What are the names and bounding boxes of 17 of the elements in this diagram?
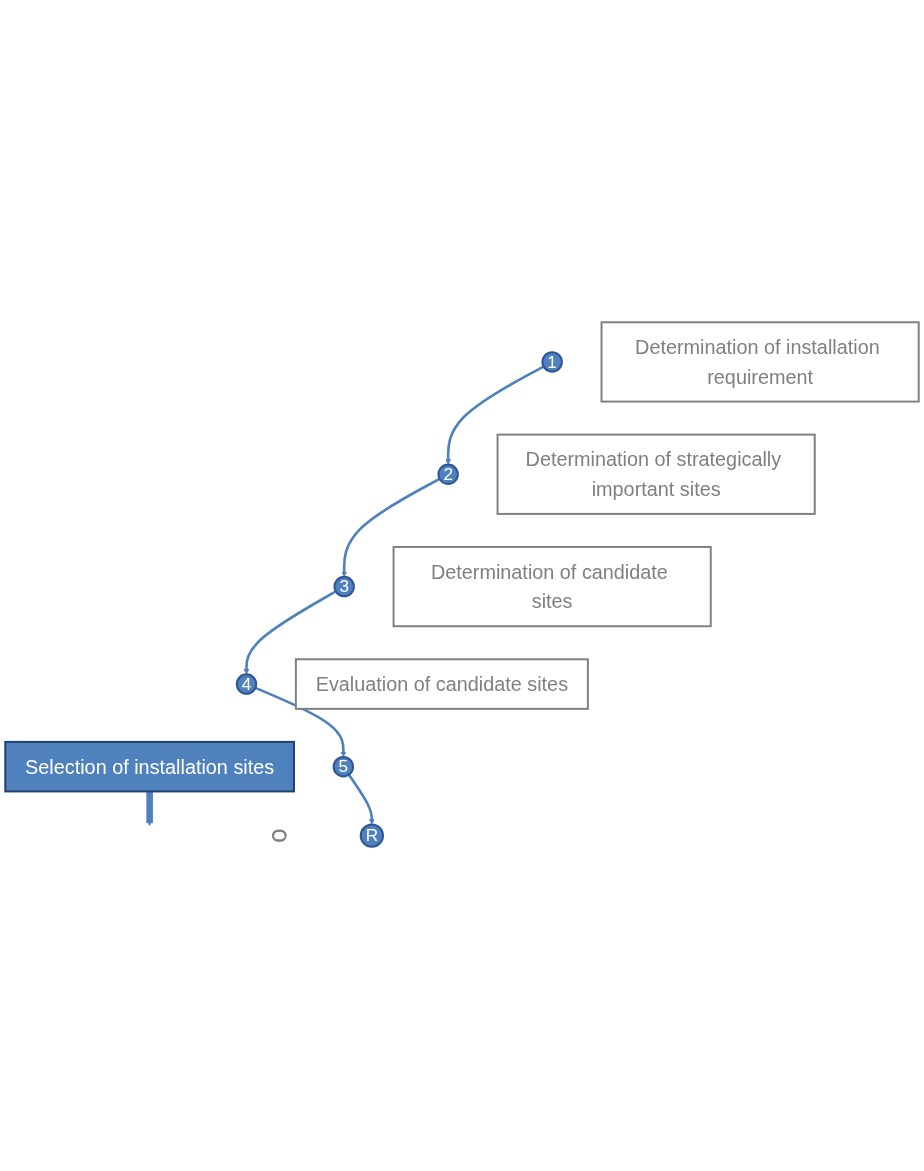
node-box: Selection of installation sites: [4, 741, 295, 793]
node-circle: 4: [235, 673, 258, 695]
node-circle: 1: [541, 351, 563, 373]
arrow: [445, 365, 545, 465]
arrow: [243, 590, 337, 675]
node-box: Determination of strategically important sites: [496, 433, 816, 515]
node-box: Evaluation of candidate sites: [294, 658, 589, 710]
arrow: [254, 686, 347, 758]
node-circle: 5: [332, 756, 355, 778]
arrow: [146, 791, 153, 827]
node-circle: 3: [333, 575, 355, 598]
node-box: Determination of installation requirement: [600, 321, 920, 403]
node-circle: 2: [437, 463, 459, 486]
arrow: [347, 774, 375, 825]
arrow: [341, 477, 441, 578]
node-circle: R: [359, 823, 384, 848]
node-box: Determination of candidate sites: [392, 546, 712, 628]
